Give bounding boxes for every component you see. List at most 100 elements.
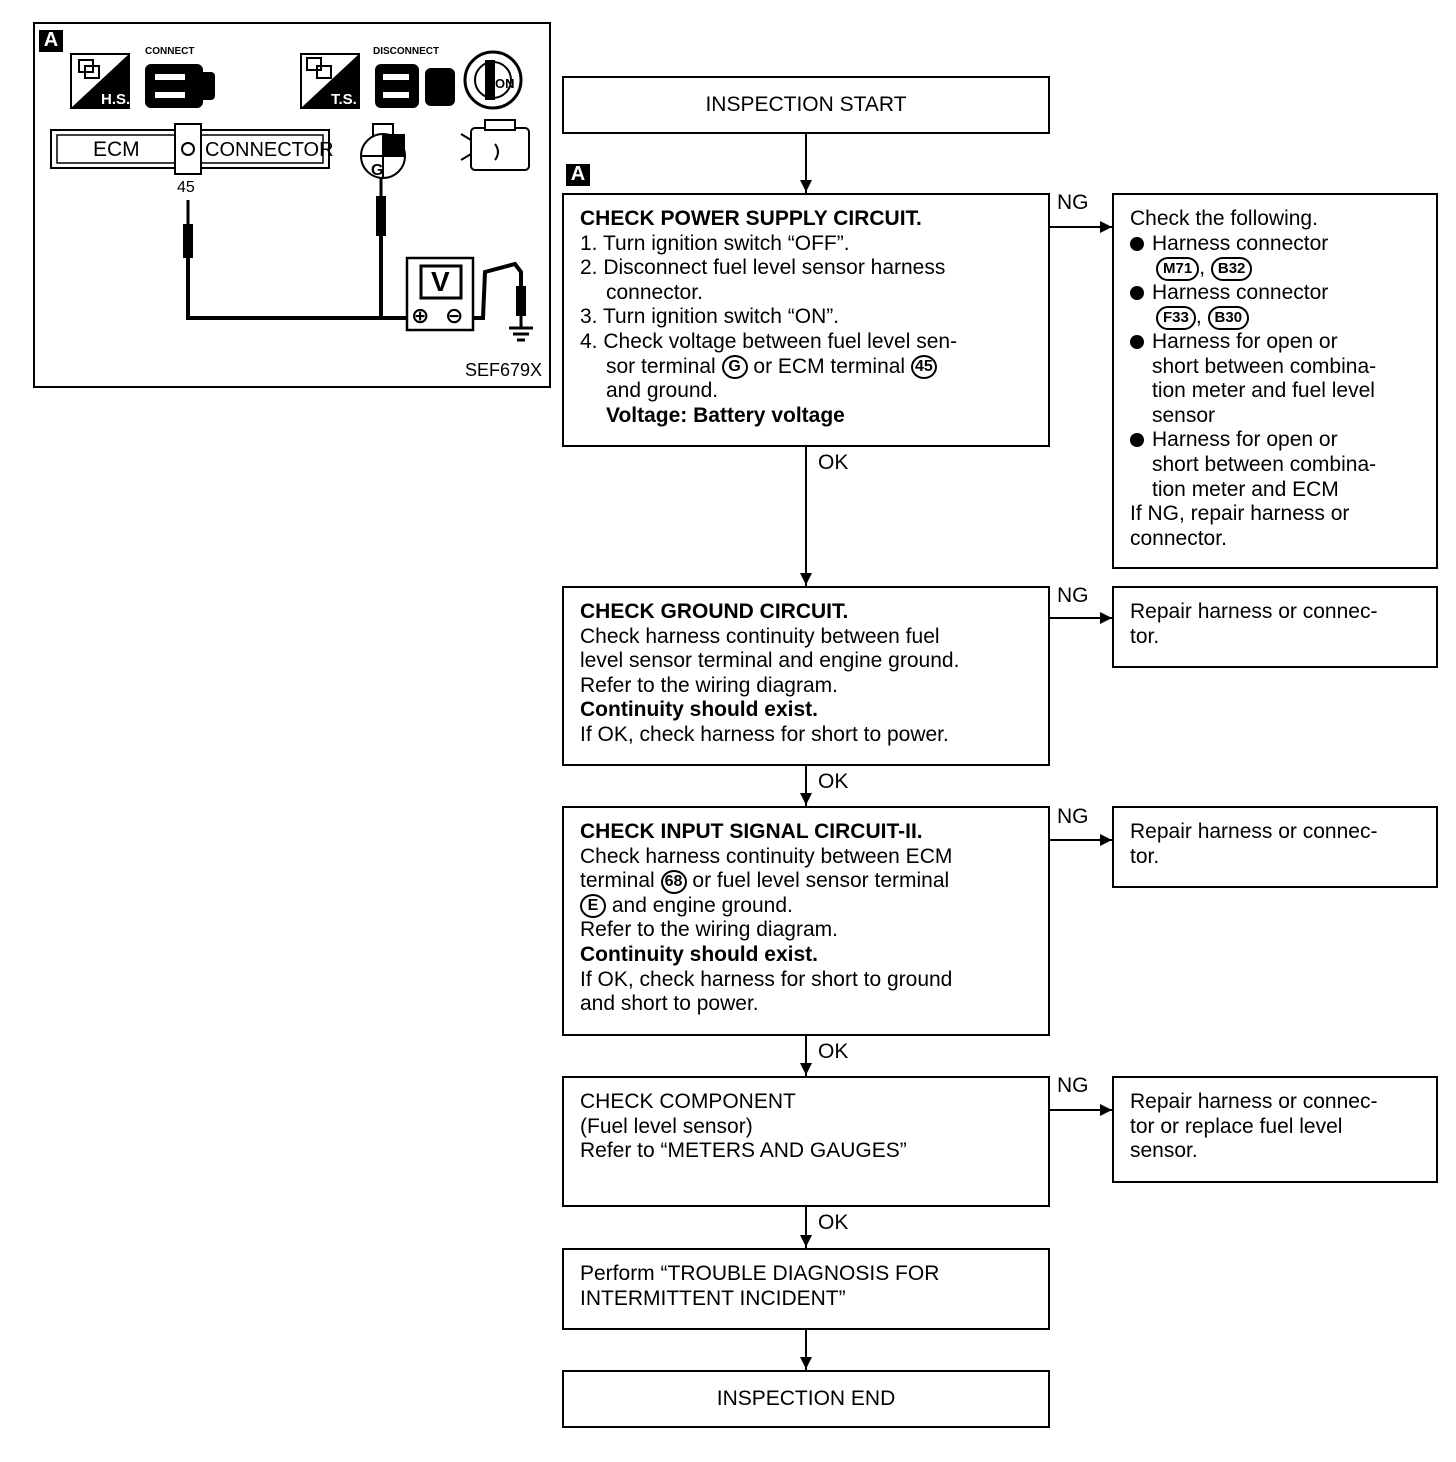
sensor-terminal-label: G (371, 162, 384, 179)
step2-line2: level sensor terminal and engine ground. (580, 649, 960, 673)
step1-line4b: sor terminal G or ECM terminal 45 (580, 355, 1032, 380)
ng1-item1-connectors: M71, B32 (1130, 256, 1420, 281)
ng1-item4-line2: short between combina- (1152, 452, 1377, 476)
ng1-footer1: If NG, repair harness or (1130, 502, 1350, 526)
step3-line6: If OK, check harness for short to ground (580, 967, 953, 991)
connector-f33: F33 (1156, 305, 1196, 330)
ecm-connector-block (50, 123, 330, 175)
ok-label-1: OK (818, 451, 849, 474)
step1-title: CHECK POWER SUPPLY CIRCUIT. (580, 207, 922, 230)
step3-spec: Continuity should exist. (580, 942, 819, 966)
ng2-repair-box: Repair harness or connec- tor. (1112, 586, 1438, 668)
ng-label-3: NG (1057, 805, 1089, 828)
ng-label-1: NG (1057, 191, 1089, 214)
connector-m71: M71 (1156, 256, 1200, 281)
step4-title: CHECK COMPONENT (580, 1090, 796, 1113)
step1-line4c: and ground. (606, 379, 719, 403)
hs-label: H.S. (101, 91, 131, 108)
step3-line3: E and engine ground. (580, 894, 1032, 919)
step1-line4a: 4. Check voltage between fuel level sen- (580, 329, 958, 353)
step1-line2a: 2. Disconnect fuel level sensor harness (580, 256, 946, 280)
step2-title: CHECK GROUND CIRCUIT. (580, 600, 849, 623)
test-leads (183, 178, 533, 342)
ng1-item2-connectors: F33, B30 (1130, 305, 1420, 330)
step3-line1: Check harness continuity between ECM (580, 844, 953, 868)
ng1-item4: Harness for open or (1130, 428, 1420, 453)
figure-badge: A (39, 30, 63, 52)
step1-spec: Voltage: Battery voltage (606, 403, 845, 427)
ecm-terminal-number: 45 (177, 179, 195, 196)
ok-label-4: OK (818, 1211, 849, 1234)
step1-line2b: connector. (606, 280, 703, 304)
ng1-header: Check the following. (1130, 207, 1318, 230)
ng1-item2: Harness connector (1130, 281, 1420, 306)
ecm-label: ECM (93, 138, 140, 161)
step3-line2: terminal 68 or fuel level sensor termina… (580, 869, 950, 894)
ng1-footer2: connector. (1130, 526, 1227, 550)
ignition-key-icon (463, 50, 523, 110)
ts-label: T.S. (331, 91, 357, 108)
terminal-side-icon (300, 53, 360, 109)
step3-line4: Refer to the wiring diagram. (580, 918, 838, 942)
ng3-line2: tor. (1130, 844, 1160, 868)
figure-code: SEF679X (465, 360, 543, 380)
step2-spec: Continuity should exist. (580, 698, 819, 722)
connector-b30: B30 (1207, 305, 1250, 330)
inspection-start-box: INSPECTION START (562, 76, 1050, 134)
ok-label-2: OK (818, 770, 849, 793)
ng1-item3-line4: sensor (1152, 403, 1216, 427)
on-label: ON (495, 76, 515, 91)
connect-connector-icon (145, 64, 215, 108)
ok-label-3: OK (818, 1040, 849, 1063)
ng1-item3-line2: short between combina- (1152, 354, 1377, 378)
step3-title: CHECK INPUT SIGNAL CIRCUIT-II. (580, 820, 923, 843)
connect-caption: CONNECT (145, 46, 195, 57)
harness-side-icon (70, 53, 130, 109)
ng1-item3-line3: tion meter and fuel level (1152, 379, 1375, 403)
step1-line1: 1. Turn ignition switch “OFF”. (580, 231, 850, 255)
ng-label-4: NG (1057, 1074, 1089, 1097)
ecm-terminal-marker: 45 (910, 355, 937, 380)
ng2-line1: Repair harness or connec- (1130, 600, 1378, 623)
ng4-line2: tor or replace fuel level (1130, 1114, 1343, 1138)
component-check-box: CHECK COMPONENT (Fuel level sensor) Refe… (562, 1076, 1050, 1207)
ng1-item4-line3: tion meter and ECM (1152, 477, 1339, 501)
ng4-line1: Repair harness or connec- (1130, 1090, 1378, 1113)
engine-icon (460, 119, 530, 171)
ecm-terminal-68-marker: 68 (660, 869, 687, 894)
ng2-line2: tor. (1130, 624, 1160, 648)
voltmeter-icon (405, 256, 475, 332)
connector-label: CONNECTOR (205, 139, 334, 161)
ng1-item3: Harness for open or (1130, 330, 1420, 355)
figure-artwork (50, 50, 533, 342)
disconnect-connector-icon (375, 64, 455, 108)
meter-plus-terminal: ⊕ (411, 303, 430, 328)
step1-line3: 3. Turn ignition switch “ON”. (580, 305, 840, 329)
step4-line2: (Fuel level sensor) (580, 1114, 753, 1138)
sensor-connector-icon (360, 123, 406, 179)
ng4-repair-box: Repair harness or connec- tor or replace… (1112, 1076, 1438, 1183)
ng3-line1: Repair harness or connec- (1130, 820, 1378, 843)
ng3-repair-box: Repair harness or connec- tor. (1112, 806, 1438, 888)
step5-line1: Perform “TROUBLE DIAGNOSIS FOR (580, 1262, 940, 1285)
test-figure-panel: A (33, 22, 551, 388)
ng1-item1: Harness connector (1130, 232, 1420, 257)
step-badge: A (566, 164, 590, 186)
inspection-end-box: INSPECTION END (562, 1370, 1050, 1428)
ng-label-2: NG (1057, 584, 1089, 607)
step2-line1: Check harness continuity between fuel (580, 624, 940, 648)
meter-minus-terminal: ⊖ (445, 303, 464, 328)
intermittent-diagnosis-box: Perform “TROUBLE DIAGNOSIS FOR INTERMITT… (562, 1248, 1050, 1330)
power-supply-check-box: CHECK POWER SUPPLY CIRCUIT. 1. Turn igni… (562, 193, 1050, 447)
ng4-line3: sensor. (1130, 1139, 1198, 1163)
step2-line5: If OK, check harness for short to power. (580, 722, 949, 746)
ng-check-list-box: Check the following. Harness connector M… (1112, 193, 1438, 569)
step4-line3: Refer to “METERS AND GAUGES” (580, 1139, 907, 1163)
step3-line7: and short to power. (580, 992, 759, 1016)
ground-circuit-check-box: CHECK GROUND CIRCUIT. Check harness cont… (562, 586, 1050, 766)
step5-line2: INTERMITTENT INCIDENT” (580, 1286, 846, 1310)
meter-label: V (431, 266, 450, 297)
step2-line3: Refer to the wiring diagram. (580, 673, 838, 697)
input-signal-check-box: CHECK INPUT SIGNAL CIRCUIT-II. Check har… (562, 806, 1050, 1036)
